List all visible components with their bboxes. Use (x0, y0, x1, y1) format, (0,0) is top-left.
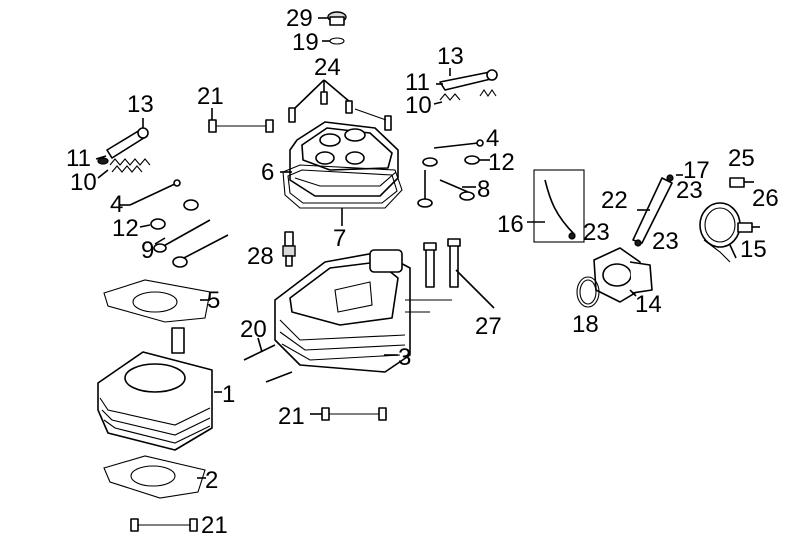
cylinder-head (274, 249, 411, 373)
callout-21-middle: 21 (278, 403, 305, 430)
callout-2: 2 (205, 467, 218, 494)
callout-15: 15 (740, 236, 767, 263)
callout-11-left: 11 (66, 145, 91, 172)
callout-6: 6 (261, 159, 274, 186)
callout-13-right: 13 (437, 43, 464, 70)
clamp-screw-26 (737, 222, 760, 233)
callout-12-left: 12 (112, 215, 139, 242)
valves-left (153, 219, 229, 268)
studs (243, 337, 293, 383)
cover-gasket (282, 164, 403, 226)
callout-4-left: 4 (110, 191, 123, 218)
callout-1: 1 (222, 381, 235, 408)
callout-9: 9 (141, 237, 154, 264)
callout-12-right: 12 (488, 149, 515, 176)
cylinder-block (97, 327, 222, 451)
cylinder-head-cover (280, 121, 399, 197)
oil-hose-bracket (527, 169, 585, 243)
callout-23-breather-top: 23 (676, 177, 703, 204)
callout-4-right: 4 (486, 125, 499, 152)
callout-27: 27 (475, 313, 502, 340)
callout-24: 24 (314, 54, 341, 81)
oil-filler-cap (318, 11, 347, 26)
valve-seal-left (139, 199, 199, 230)
hose-clamp (699, 202, 741, 263)
callout-5: 5 (207, 287, 220, 314)
callout-8: 8 (477, 176, 490, 203)
dowel-pin-set-middle (310, 407, 387, 421)
breather-hose (632, 174, 683, 247)
callout-23-hose: 23 (583, 219, 610, 246)
callout-20: 20 (240, 316, 267, 343)
callout-13-left: 13 (127, 91, 154, 118)
rocker-arm-left (95, 118, 149, 160)
o-ring-19 (322, 37, 345, 45)
callout-26: 26 (752, 185, 779, 212)
pushrod-right (433, 139, 484, 149)
valve-spring-right (433, 89, 497, 105)
dowel-pin-set-top (208, 108, 274, 133)
callout-16: 16 (497, 211, 524, 238)
cover-bolts-24 (288, 79, 392, 131)
callout-10-right: 10 (405, 92, 432, 119)
callout-14: 14 (635, 291, 662, 318)
callout-21-bottom: 21 (201, 512, 228, 539)
callout-21-top: 21 (197, 83, 224, 110)
callout-19: 19 (292, 29, 319, 56)
valve-spring-left (97, 157, 151, 179)
callout-28: 28 (247, 243, 274, 270)
callout-25: 25 (728, 145, 755, 172)
callout-22: 22 (601, 187, 628, 214)
pushrod-left (120, 179, 181, 206)
callout-10-left: 10 (70, 169, 97, 196)
dowel-pin-set-bottom (130, 518, 198, 532)
callout-17: 17 (683, 157, 710, 184)
callout-7: 7 (333, 225, 346, 252)
head-bolts (405, 238, 495, 313)
clamp-screw-25 (729, 177, 754, 188)
valve-seal-right (422, 155, 490, 167)
head-gasket (103, 279, 211, 323)
callout-18: 18 (572, 311, 599, 338)
callout-3: 3 (398, 344, 411, 371)
callout-11-right: 11 (405, 69, 430, 96)
valves-right (417, 170, 476, 208)
spark-plug (282, 231, 296, 267)
rocker-arm-right (436, 68, 498, 91)
intake-o-ring (576, 276, 600, 308)
base-gasket (103, 455, 206, 499)
callout-29: 29 (286, 5, 313, 32)
callout-23-breather-bottom: 23 (652, 228, 679, 255)
